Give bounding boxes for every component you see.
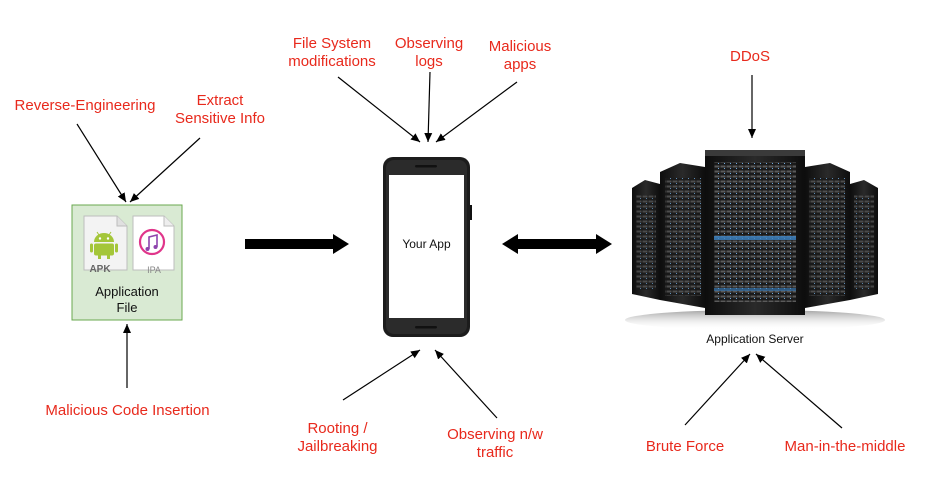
server-racks [625,150,885,330]
threat-rooting-jailbreaking: Rooting / Jailbreaking [297,420,378,455]
phone-device [383,157,472,337]
flow-arrow-file-to-app [245,234,349,254]
threat-ddos: DDoS [729,48,770,65]
arrow-observing-logs [424,71,433,143]
ipa-label: IPA [147,265,161,275]
threat-observing-logs: Observing logs [394,35,464,70]
arrow-rooting-jailbreaking [342,349,421,401]
threat-file-system-modifications: File System modifications [288,35,376,70]
arrow-file-system-modifications [337,76,421,143]
arrow-brute-force [684,353,751,426]
threat-observing-traffic: Observing n/w traffic [447,426,543,461]
phone-screen-text: Your App [402,237,451,251]
arrow-reverse-engineering [76,123,127,203]
application-server-caption: Application Server [706,332,804,346]
music-note-icon [138,228,166,256]
threat-brute-force: Brute Force [645,438,725,455]
application-file-box [71,204,183,321]
threat-man-in-the-middle: Man-in-the-middle [784,438,906,455]
apk-label: APK [89,264,111,275]
threat-reverse-engineering: Reverse-Engineering [14,97,156,114]
threat-extract-sensitive-info: Extract Sensitive Info [174,92,266,127]
threat-malicious-apps: Malicious apps [488,38,552,73]
apk-file-icon [83,215,128,271]
flow-arrow-app-server [502,234,612,254]
arrow-observing-traffic [434,349,498,419]
ipa-file-icon [132,215,175,271]
threat-malicious-code-insertion: Malicious Code Insertion [45,402,210,419]
arrow-malicious-apps [435,81,518,143]
arrow-extract-sensitive-info [129,137,201,203]
application-file-caption: Application File [95,284,159,315]
arrow-man-in-the-middle [755,353,843,429]
android-icon [90,231,118,259]
